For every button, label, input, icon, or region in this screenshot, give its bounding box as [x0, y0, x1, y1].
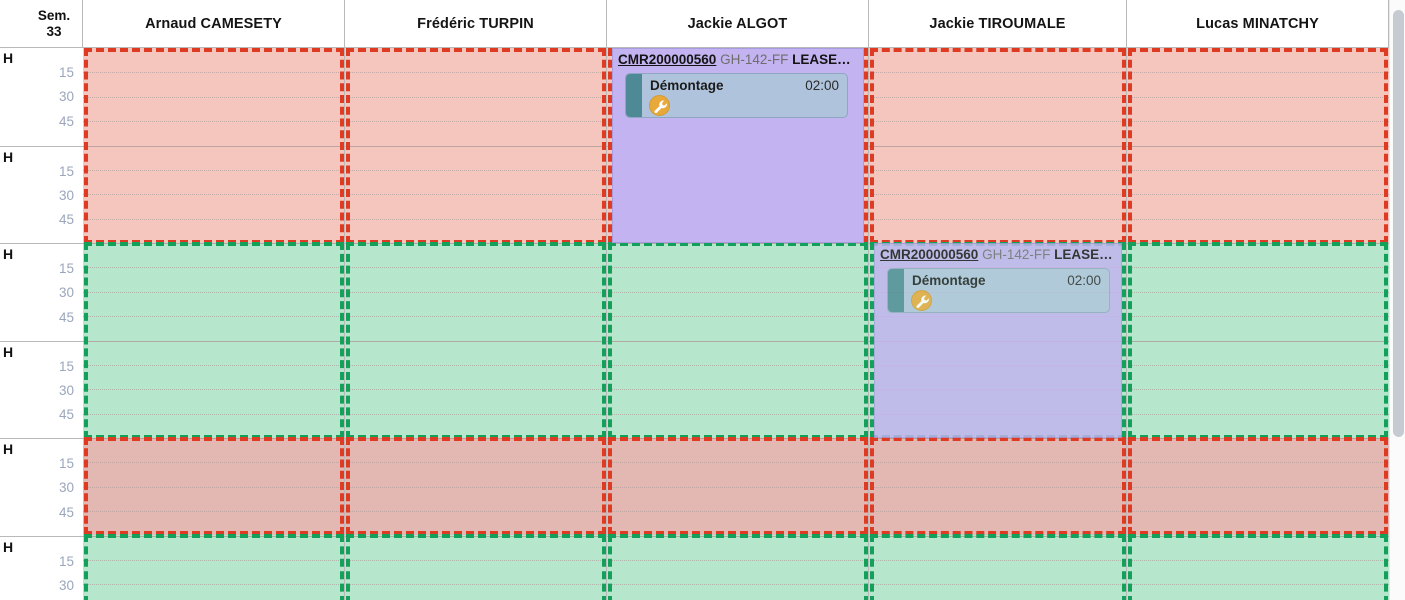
quarter-gridline	[83, 364, 1389, 366]
quarter-gridline	[83, 486, 1389, 488]
vertical-scrollbar[interactable]	[1389, 0, 1405, 600]
task-name: Démontage	[650, 78, 724, 93]
quarter-label-15: 15	[58, 65, 74, 80]
resource-column-1[interactable]	[83, 48, 345, 600]
hour-row-2: H 15 30 45	[0, 145, 83, 243]
hour-row-4: H 15 30 45	[0, 340, 83, 438]
quarter-gridline	[83, 316, 1389, 318]
week-number: 33	[46, 23, 62, 39]
hour-row-6: H 15 30	[0, 535, 83, 600]
hour-label: H	[3, 538, 14, 555]
resource-columns[interactable]: CMR200000560 GH-142-FF LEASE… Démontage 02…	[83, 48, 1389, 600]
resource-column-2[interactable]	[345, 48, 607, 600]
hour-gridline	[83, 340, 1389, 342]
resource-header-4[interactable]: Jackie TIROUMALE	[869, 0, 1127, 47]
quarter-label-15: 15	[58, 553, 74, 569]
quarter-label-30: 30	[58, 480, 74, 496]
resource-header-1[interactable]: Arnaud CAMESETY	[83, 0, 345, 47]
hour-label: H	[3, 343, 14, 360]
task-duration: 02:00	[805, 78, 839, 93]
resource-column-3[interactable]	[607, 48, 869, 600]
hour-row-1: H 15 30 45	[0, 48, 83, 146]
resource-header-2[interactable]: Frédéric TURPIN	[345, 0, 607, 47]
week-number-cell: Sem. 33	[26, 0, 83, 47]
task-card[interactable]: Démontage 02:00	[625, 73, 848, 118]
event-customer: LEASE…	[792, 52, 851, 67]
quarter-label-15: 15	[58, 456, 74, 471]
quarter-label-30: 30	[58, 577, 74, 593]
event-customer: LEASE…	[1054, 247, 1113, 262]
event-plate: GH-142-FF	[982, 247, 1051, 262]
task-duration: 02:00	[1067, 273, 1101, 288]
hour-label: H	[3, 246, 14, 262]
quarter-label-45: 45	[58, 407, 74, 423]
event-title: CMR200000560 GH-142-FF LEASE…	[875, 244, 1121, 264]
wrench-icon	[649, 95, 670, 116]
quarter-gridline	[83, 559, 1389, 561]
quarter-label-30: 30	[58, 89, 74, 105]
resource-name: Jackie TIROUMALE	[929, 15, 1066, 32]
event-reference-link[interactable]: CMR200000560	[880, 247, 979, 262]
quarter-label-45: 45	[58, 309, 74, 325]
event-block[interactable]: CMR200000560 GH-142-FF LEASE… Démontage 02…	[874, 243, 1122, 438]
scrollbar-thumb[interactable]	[1393, 10, 1404, 437]
availability-band-4	[83, 535, 1389, 600]
resource-name: Lucas MINATCHY	[1196, 15, 1319, 32]
quarter-label-45: 45	[58, 113, 74, 129]
hour-label: H	[3, 148, 14, 165]
quarter-label-15: 15	[58, 261, 74, 276]
quarter-gridline	[83, 291, 1389, 293]
resource-column-4[interactable]	[869, 48, 1127, 600]
resource-name: Arnaud CAMESETY	[145, 15, 282, 32]
resource-header-3[interactable]: Jackie ALGOT	[607, 0, 869, 47]
quarter-gridline	[83, 462, 1389, 464]
planner-header: Sem. 33 Arnaud CAMESETY Frédéric TURPIN Ja…	[0, 0, 1389, 48]
resource-column-5[interactable]	[1127, 48, 1389, 600]
task-card[interactable]: Démontage 02:00	[887, 268, 1110, 313]
resource-name: Frédéric TURPIN	[417, 15, 534, 32]
task-name: Démontage	[912, 273, 986, 288]
task-accent-bar	[888, 269, 904, 312]
quarter-label-45: 45	[58, 504, 74, 520]
resource-header-5[interactable]: Lucas MINATCHY	[1127, 0, 1389, 47]
quarter-gridline	[83, 511, 1389, 513]
hour-label: H	[3, 441, 14, 457]
quarter-label-30: 30	[58, 285, 74, 301]
event-block[interactable]: CMR200000560 GH-142-FF LEASE… Démontage 02…	[612, 48, 864, 243]
resource-name: Jackie ALGOT	[687, 15, 788, 32]
event-reference-link[interactable]: CMR200000560	[618, 52, 717, 67]
task-accent-bar	[626, 74, 642, 117]
quarter-label-30: 30	[58, 187, 74, 203]
hour-label: H	[3, 50, 14, 66]
header-hour-gutter-spacer	[0, 0, 26, 47]
wrench-icon	[911, 290, 932, 311]
quarter-label-30: 30	[58, 382, 74, 398]
quarter-label-15: 15	[58, 358, 74, 374]
quarter-gridline	[83, 584, 1389, 586]
quarter-label-45: 45	[58, 212, 74, 228]
availability-band-3	[83, 438, 1389, 535]
event-title: CMR200000560 GH-142-FF LEASE…	[613, 49, 863, 69]
quarter-label-15: 15	[58, 163, 74, 179]
hour-row-5: H 15 30 45	[0, 438, 83, 536]
event-plate: GH-142-FF	[720, 52, 789, 67]
quarter-gridline	[83, 389, 1389, 391]
quarter-gridline	[83, 267, 1389, 269]
week-label: Sem.	[37, 8, 71, 24]
quarter-gridline	[83, 413, 1389, 415]
hour-row-3: H 15 30 45	[0, 243, 83, 341]
